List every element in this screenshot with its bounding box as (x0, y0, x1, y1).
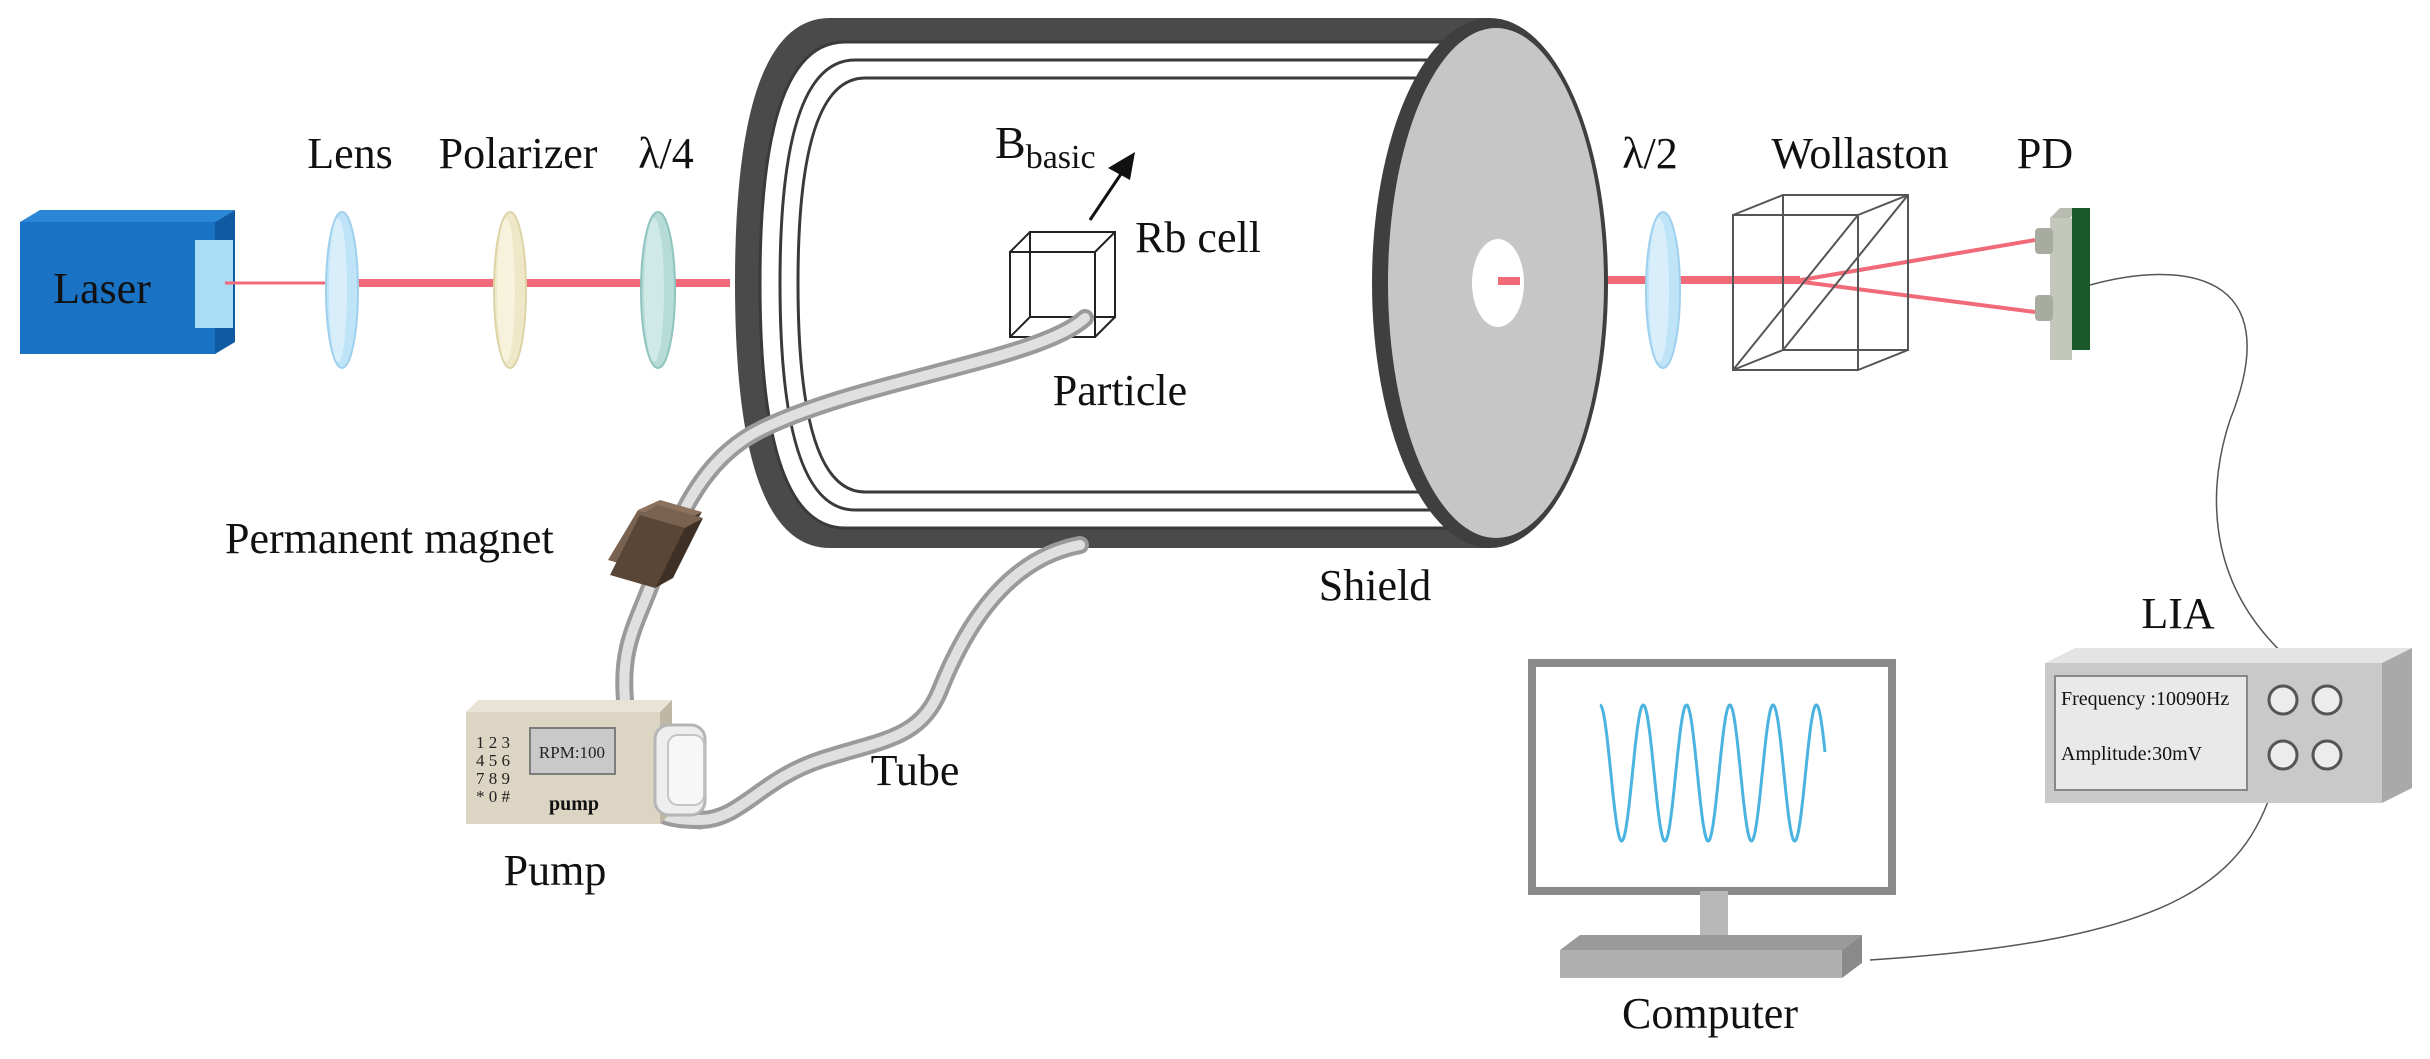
rb-cell-label: Rb cell (1135, 213, 1261, 262)
laser-label: Laser (53, 264, 151, 313)
signal-cables (1869, 273, 2291, 961)
quarter-wave-plate (640, 211, 676, 369)
polarizer (493, 211, 527, 369)
lock-in-amplifier: Frequency :10090Hz Amplitude:30mV (2045, 648, 2412, 803)
lia-knob-2 (2311, 684, 2343, 716)
wollaston-label: Wollaston (1771, 129, 1948, 178)
permanent-magnet-body (610, 505, 703, 588)
pump-keypad-row-3: 7 8 9 (476, 769, 510, 788)
pump-name: pump (549, 793, 599, 815)
half-wave-label: λ/2 (1622, 129, 1678, 178)
laser: Laser (20, 210, 235, 354)
lia-label: LIA (2141, 589, 2215, 638)
lia-frequency: Frequency :10090Hz (2061, 688, 2229, 710)
lens-label: Lens (307, 129, 393, 178)
lia-knob-3 (2267, 739, 2299, 771)
magnetic-shield (735, 18, 1608, 548)
computer (1528, 659, 1896, 978)
pump: RPM:100 1 2 3 4 5 6 7 8 9 * 0 # pump (466, 700, 707, 824)
quarter-wave-label: λ/4 (638, 129, 694, 178)
pump-keypad-row-2: 4 5 6 (476, 751, 510, 770)
particle-label: Particle (1053, 366, 1187, 415)
lia-knob-4 (2311, 739, 2343, 771)
polarizer-label: Polarizer (439, 129, 598, 178)
computer-label: Computer (1622, 989, 1798, 1038)
lia-amplitude: Amplitude:30mV (2061, 743, 2203, 765)
b-basic-label: Bbasic (995, 117, 1096, 176)
pump-keypad-row-1: 1 2 3 (476, 733, 510, 752)
lens (325, 211, 359, 369)
shield-label: Shield (1319, 561, 1431, 610)
tube-label: Tube (871, 746, 960, 795)
pump-keypad-row-4: * 0 # (476, 787, 511, 806)
pump-display: RPM:100 (539, 743, 605, 762)
screen-waveform (1599, 703, 1827, 843)
photodetector (2035, 208, 2090, 360)
magnetic-field-arrow (1088, 152, 1135, 221)
wollaston-prism (1732, 194, 1909, 371)
pd-label: PD (2017, 129, 2073, 178)
half-wave-plate (1645, 211, 1681, 369)
permanent-magnet-label: Permanent magnet (225, 514, 554, 563)
lia-knob-1 (2267, 684, 2299, 716)
pump-label: Pump (504, 846, 607, 895)
